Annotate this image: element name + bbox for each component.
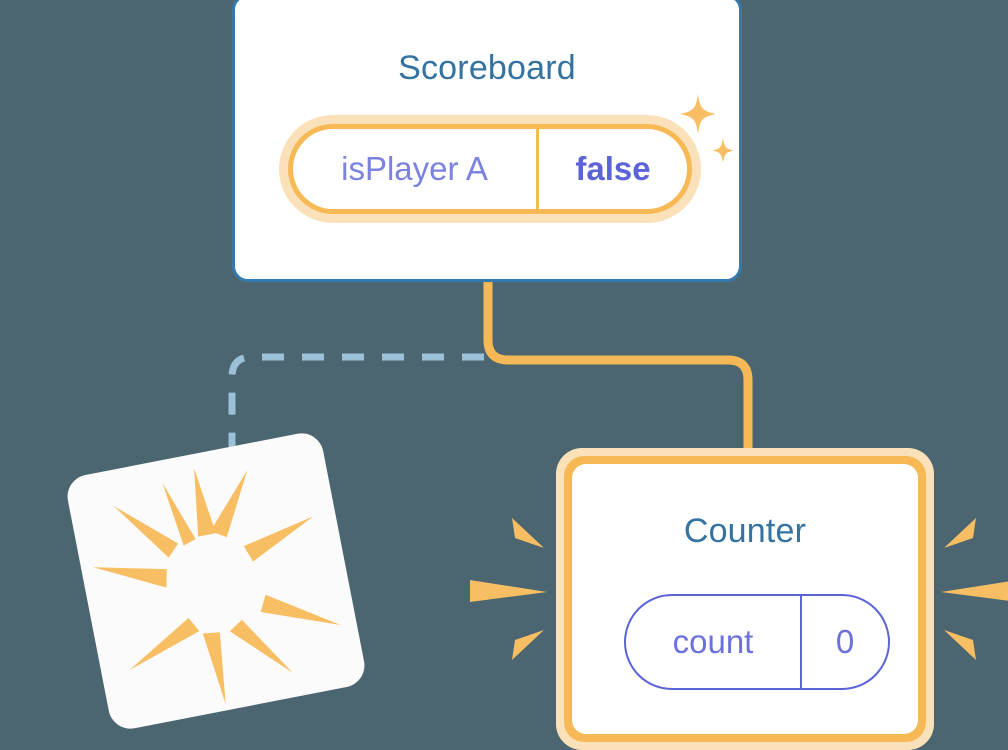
burst-ray-right-bottom bbox=[944, 630, 976, 660]
counter-state-key-cell: count bbox=[626, 596, 800, 688]
counter-state-value: 0 bbox=[835, 623, 855, 660]
burst-rays-left bbox=[470, 518, 547, 660]
counter-title: Counter bbox=[683, 512, 807, 550]
flash-ray-ene bbox=[243, 516, 314, 562]
flash-ray-wnw bbox=[113, 506, 179, 558]
flash-card-burst bbox=[93, 468, 341, 705]
counter-state-key: count bbox=[672, 623, 754, 660]
counter-state-pill[interactable]: count 0 bbox=[624, 594, 890, 690]
flash-ray-s bbox=[202, 632, 226, 705]
flash-ray-nnw bbox=[162, 482, 196, 546]
card-flash-highlight[interactable] bbox=[63, 429, 369, 733]
scoreboard-title: Scoreboard bbox=[398, 49, 576, 87]
connector-scoreboard-to-counter bbox=[483, 282, 753, 462]
scoreboard-state-value-cell: false bbox=[539, 129, 687, 209]
flash-ray-n bbox=[194, 468, 216, 537]
scoreboard-pill-divider bbox=[536, 129, 539, 209]
counter-card-border: Counter count 0 bbox=[564, 456, 926, 742]
burst-ray-right-top bbox=[944, 518, 976, 548]
burst-ray-left-middle bbox=[470, 580, 547, 602]
burst-rays-right bbox=[941, 518, 1008, 660]
scoreboard-state-value: false bbox=[575, 150, 651, 187]
flash-ray-nne bbox=[210, 469, 248, 538]
burst-ray-right-middle bbox=[941, 581, 1008, 601]
flash-ray-wsw bbox=[93, 567, 167, 588]
scoreboard-state-key: isPlayer A bbox=[341, 150, 488, 187]
scoreboard-state-pill[interactable]: isPlayer A false bbox=[279, 115, 701, 223]
burst-ray-left-top bbox=[512, 518, 544, 548]
counter-state-value-cell: 0 bbox=[802, 596, 888, 688]
card-scoreboard[interactable]: Scoreboard isPlayer A false bbox=[232, 0, 742, 282]
flash-ray-ssw bbox=[129, 617, 200, 671]
scoreboard-pill-body: isPlayer A false bbox=[288, 124, 692, 214]
flash-ray-sse bbox=[229, 619, 293, 674]
flash-ray-ese bbox=[260, 594, 341, 626]
card-counter[interactable]: Counter count 0 bbox=[556, 448, 934, 750]
counter-pill-divider bbox=[800, 596, 802, 688]
scoreboard-state-key-cell: isPlayer A bbox=[293, 129, 536, 209]
counter-card-body: Counter count 0 bbox=[572, 464, 918, 734]
burst-ray-left-bottom bbox=[512, 630, 544, 660]
